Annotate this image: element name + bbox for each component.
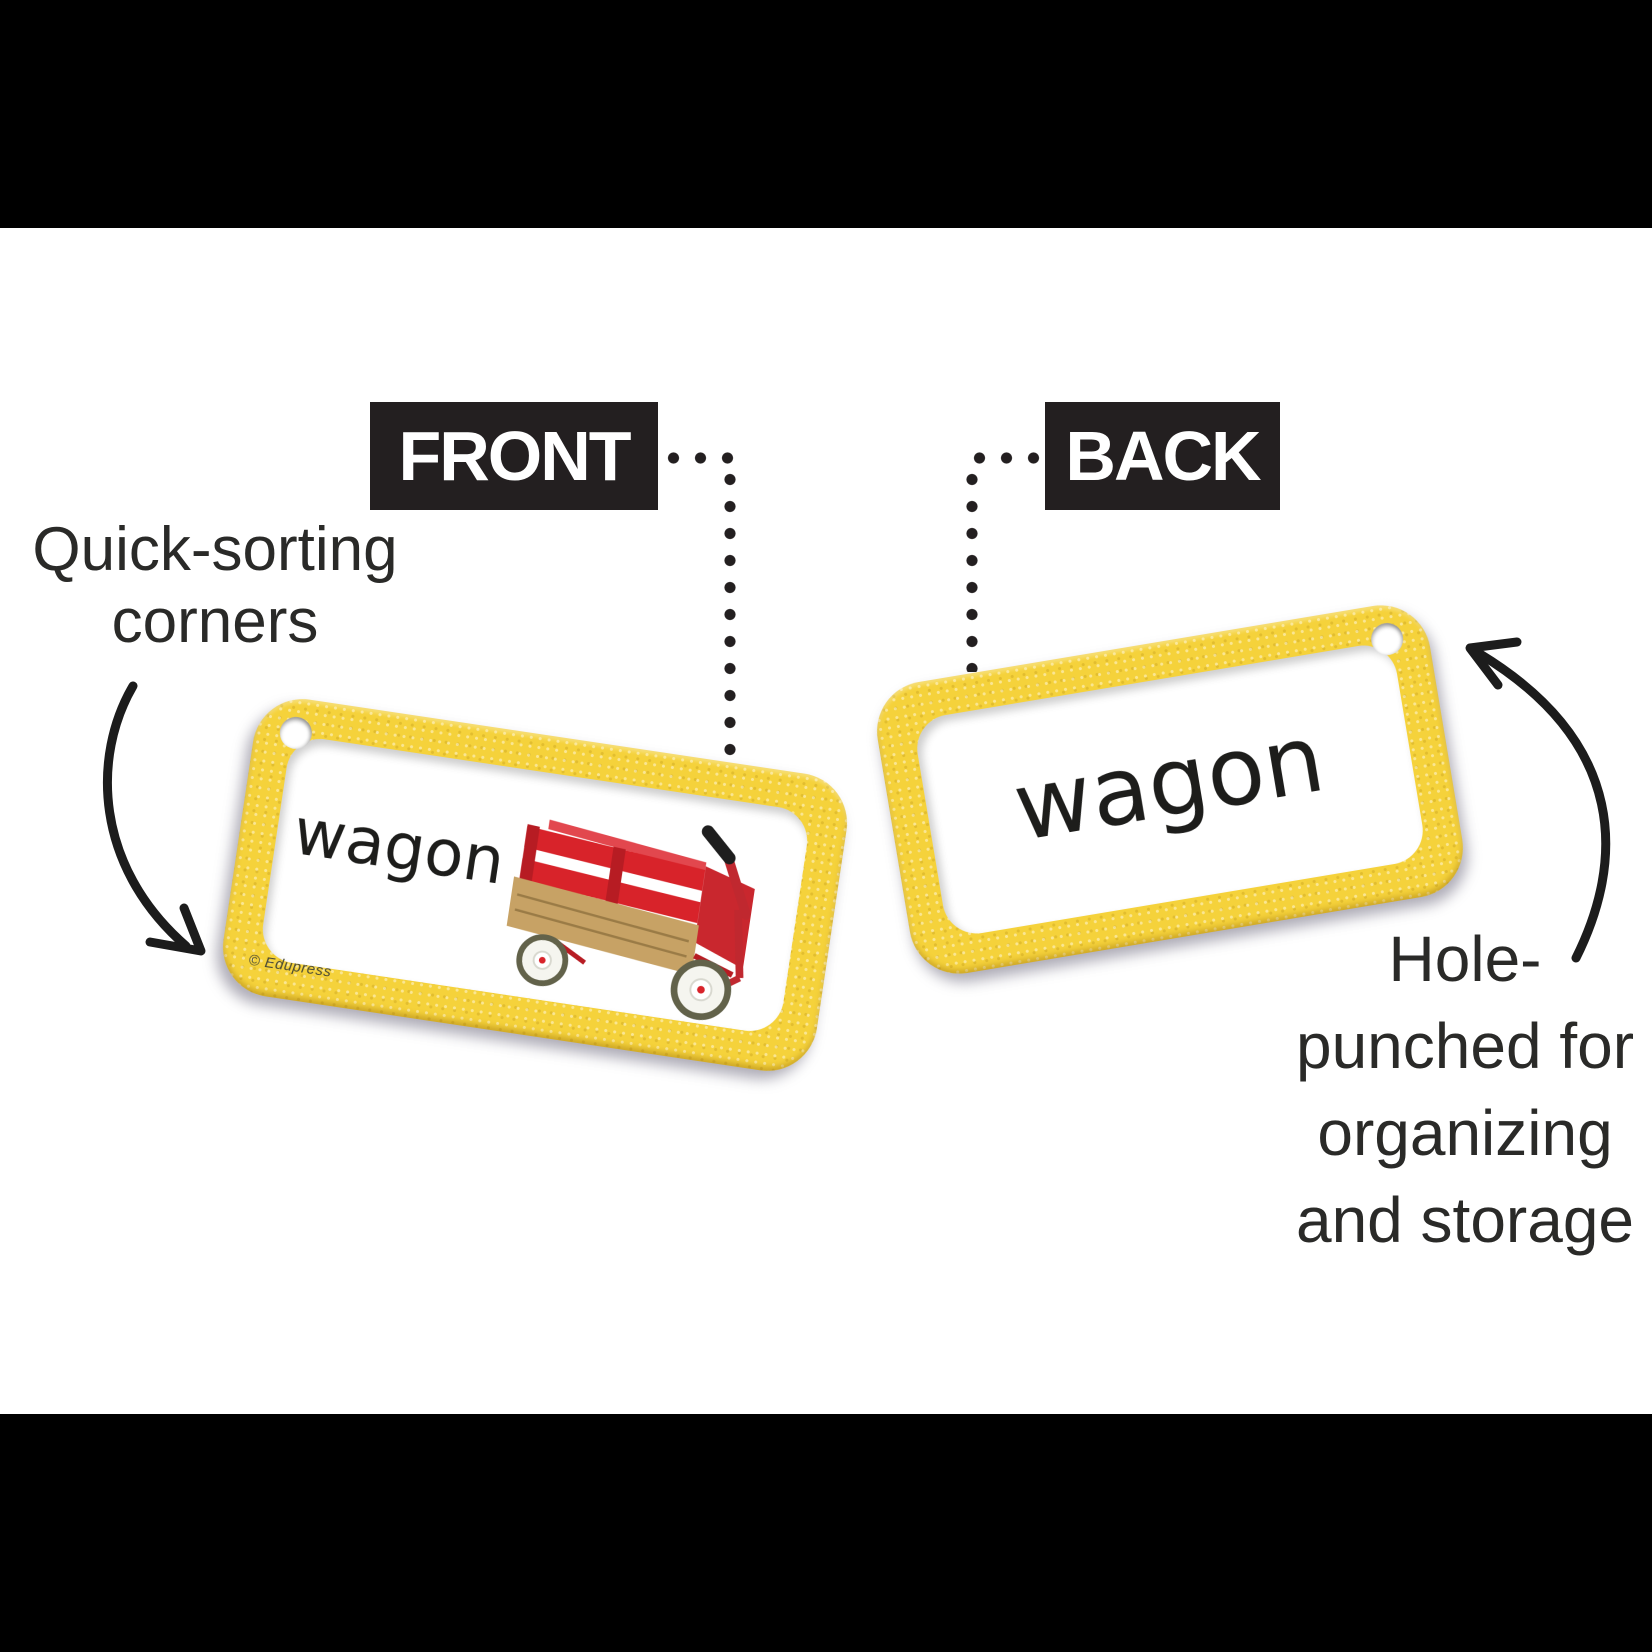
quick-sorting-corners-note: Quick-sorting corners	[32, 515, 398, 656]
front-dotted-connector-vertical	[724, 466, 736, 763]
red-wagon-photo	[506, 819, 755, 1020]
front-dotted-connector-horizontal	[660, 452, 740, 464]
letterbox-top	[0, 0, 1652, 228]
back-dotted-connector-vertical	[966, 466, 978, 672]
back-label: BACK	[1045, 402, 1280, 510]
curved-arrow-left	[102, 681, 206, 956]
curved-arrow-right	[1465, 637, 1611, 963]
letterbox-bottom	[0, 1414, 1652, 1652]
front-label: FRONT	[370, 402, 658, 510]
back-dotted-connector-horizontal	[966, 452, 1046, 464]
hole-punched-note: Hole- punched for organizing and storage	[1295, 923, 1635, 1257]
flashcard-front: wagon	[216, 692, 854, 1078]
